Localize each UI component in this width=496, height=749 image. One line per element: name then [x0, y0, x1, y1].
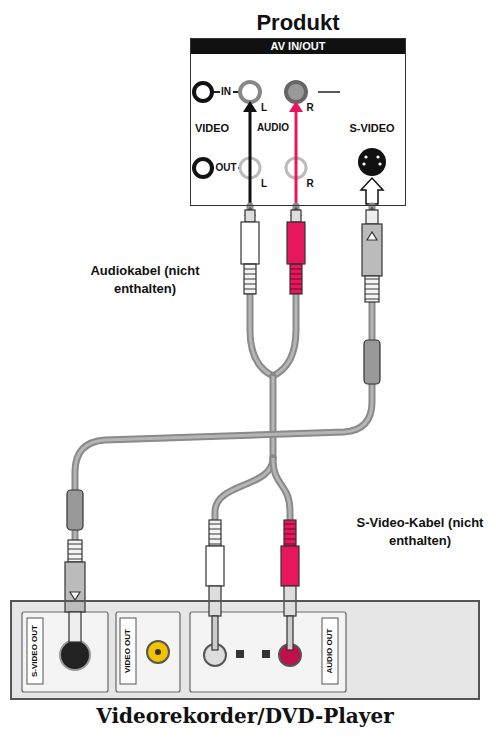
device-jacks [155, 649, 161, 655]
channel-label: R [306, 178, 313, 190]
audio-plug-red-bottom [287, 616, 293, 650]
heading: Produkt [256, 10, 339, 36]
svideo-plug-bottom [68, 540, 82, 562]
svideo-plug-bottom [69, 612, 81, 642]
panel-header: AV IN/OUT [191, 39, 405, 54]
device-port-label: VIDEO OUT [123, 629, 132, 673]
cable-label: Audiokabel (nicht enthalten) [82, 262, 208, 297]
channel-label: L [261, 178, 267, 190]
device-port-label: AUDIO OUT [325, 629, 334, 674]
device-jacks [147, 641, 169, 663]
port-label: VIDEO [195, 122, 229, 135]
audio-plug-white-bottom [206, 546, 224, 586]
port-label: AUDIO [256, 122, 290, 134]
audio-plug-white-top [241, 222, 259, 264]
insert-arrows [243, 101, 383, 205]
audio-plug-red-top [287, 222, 305, 264]
device-jacks [236, 650, 244, 658]
svideo-plug-top [362, 210, 382, 384]
svideo-cable [75, 206, 378, 600]
audio-cable [215, 206, 302, 600]
product-jacks [286, 82, 306, 102]
audio-plug-white-bottom [209, 520, 221, 546]
device-port-label: S-VIDEO OUT [30, 625, 39, 677]
heading: Videorekorder/DVD-Player [96, 704, 393, 728]
svideo-plug-top [365, 276, 379, 302]
port-label: OUT [215, 162, 236, 174]
device-sections [22, 612, 108, 692]
svideo-plug-top [362, 224, 382, 276]
audio-plug-red-top [287, 210, 305, 294]
insert-arrows [361, 178, 383, 204]
product-jacks [194, 159, 212, 177]
insert-arrows [295, 110, 298, 205]
product-jacks [364, 155, 367, 158]
audio-plug-red-bottom [281, 546, 299, 586]
svideo-cable [75, 206, 372, 600]
product-jacks [378, 162, 381, 165]
device-box: Videorekorder/DVD-Player [10, 600, 480, 700]
cable-label: S-Video-Kabel (nicht enthalten) [352, 514, 488, 549]
port-label: IN [221, 86, 231, 98]
audio-cable [272, 376, 275, 458]
audio-plug-red-bottom [281, 520, 299, 650]
product-jacks [194, 83, 212, 101]
audio-plug-white-bottom [206, 520, 224, 650]
audio-plug-white-top [244, 264, 256, 294]
svideo-plug-bottom [65, 490, 85, 642]
insert-arrows [249, 110, 252, 205]
audio-cable [270, 376, 277, 458]
insert-arrows [289, 101, 303, 112]
port-label: S-VIDEO [349, 122, 394, 135]
svideo-plug-top [366, 210, 378, 224]
product-jacks [358, 148, 386, 176]
audio-plug-red-top [290, 264, 302, 294]
device-jacks [60, 640, 301, 670]
svideo-plug-top [364, 340, 380, 384]
device-label-boxes [322, 618, 338, 684]
svideo-cable [75, 206, 372, 600]
audio-plug-white-top [241, 210, 259, 294]
svideo-plug-bottom [65, 562, 85, 612]
product-jacks [318, 91, 340, 93]
device-jacks [262, 650, 270, 658]
device-sections [190, 612, 346, 692]
product-jacks [376, 155, 379, 158]
device-label-boxes [120, 618, 136, 684]
device-sections [22, 612, 346, 692]
audio-plug-white-top [245, 210, 255, 222]
svideo-plug-top [367, 232, 377, 240]
svideo-plug-bottom [67, 490, 83, 530]
device-sections [116, 612, 180, 692]
product-jacks [240, 82, 260, 102]
svideo-plug-bottom [70, 592, 80, 600]
channel-label: L [261, 102, 267, 114]
product-jacks [362, 162, 365, 165]
device-face [11, 601, 479, 699]
audio-plug-red-bottom [284, 520, 296, 546]
device-label-boxes [27, 618, 43, 684]
audio-plug-white-bottom [212, 616, 218, 650]
insert-arrows [243, 101, 257, 112]
audio-plug-red-top [291, 210, 301, 222]
device-jacks [60, 640, 90, 670]
channel-label: R [306, 102, 313, 114]
